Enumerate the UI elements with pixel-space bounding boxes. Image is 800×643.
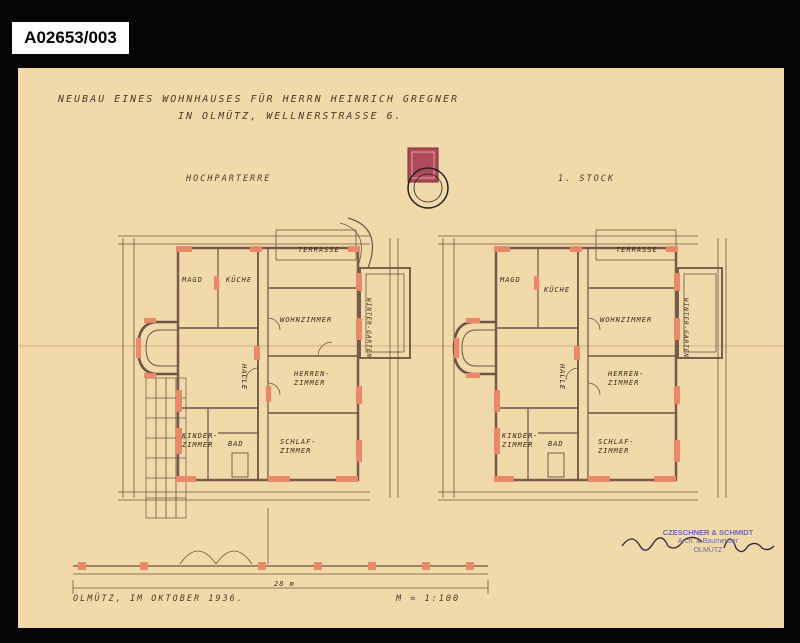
room-kinderzimmer: KINDER- ZIMMER xyxy=(182,432,219,450)
room-terrasse: TERRASSE xyxy=(298,246,340,254)
room-bad: BAD xyxy=(548,440,564,448)
room-schlafzimmer-line1: SCHLAF- xyxy=(280,438,317,446)
room-schlafzimmer-line2: ZIMMER xyxy=(598,447,630,455)
architect-firm-stamp: CZESCHNER & SCHMIDT Arch. & Baumeister O… xyxy=(648,528,768,555)
room-herrenzimmer: HERREN- ZIMMER xyxy=(294,370,331,388)
archive-reference-label: A02653/003 xyxy=(12,22,129,54)
plan-heading-hochparterre: HOCHPARTERRE xyxy=(186,174,272,184)
room-wohnzimmer: WOHNZIMMER xyxy=(600,316,653,324)
firm-name: CZESCHNER & SCHMIDT xyxy=(662,528,754,537)
site-dimension: 28 m xyxy=(274,580,295,588)
room-wintergarten: WINTER-GARTEN xyxy=(682,298,689,358)
room-bad: BAD xyxy=(228,440,244,448)
room-halle: HALLE xyxy=(558,364,566,391)
room-herrenzimmer: HERREN- ZIMMER xyxy=(608,370,645,388)
room-schlafzimmer-line1: SCHLAF- xyxy=(598,438,635,446)
room-wintergarten: WINTER-GARTEN xyxy=(365,298,372,358)
place-and-date: OLMÜTZ, IM OKTOBER 1936. xyxy=(73,594,244,604)
room-herrenzimmer-line1: HERREN- xyxy=(294,370,331,378)
room-schlafzimmer: SCHLAF- ZIMMER xyxy=(598,438,635,456)
revenue-stamp xyxy=(407,147,449,209)
room-kinderzimmer-line2: ZIMMER xyxy=(502,441,534,449)
plan-heading-1-stock: 1. STOCK xyxy=(558,174,615,184)
firm-profession: Arch. & Baumeister xyxy=(677,538,739,545)
room-herrenzimmer-line2: ZIMMER xyxy=(294,379,326,387)
signatures xyxy=(621,536,775,553)
room-schlafzimmer-line2: ZIMMER xyxy=(280,447,312,455)
room-kueche: KÜCHE xyxy=(226,276,253,284)
room-kueche: KÜCHE xyxy=(544,286,571,294)
plan-hochparterre xyxy=(118,217,411,519)
drawing-subtitle: IN OLMÜTZ, WELLNERSTRASSE 6. xyxy=(178,111,403,122)
blueprint-sheet: NEUBAU EINES WOHNHAUSES FÜR HERRN HEINRI… xyxy=(18,68,784,628)
drawing-title: NEUBAU EINES WOHNHAUSES FÜR HERRN HEINRI… xyxy=(58,94,460,105)
room-herrenzimmer-line2: ZIMMER xyxy=(608,379,640,387)
room-kinderzimmer-line2: ZIMMER xyxy=(182,441,214,449)
room-magd: MAGD xyxy=(182,276,203,284)
room-terrasse: TERRASSE xyxy=(616,246,658,254)
drawing-scale: M = 1:100 xyxy=(396,594,461,604)
room-kinderzimmer-line1: KINDER- xyxy=(182,432,219,440)
room-wohnzimmer: WOHNZIMMER xyxy=(280,316,333,324)
room-herrenzimmer-line1: HERREN- xyxy=(608,370,645,378)
room-kinderzimmer: KINDER- ZIMMER xyxy=(502,432,539,450)
floor-plan-drawing xyxy=(18,147,784,594)
room-halle: HALLE xyxy=(240,364,248,391)
room-magd: MAGD xyxy=(500,276,521,284)
plan-1-stock xyxy=(438,229,727,501)
room-kinderzimmer-line1: KINDER- xyxy=(502,432,539,440)
room-schlafzimmer: SCHLAF- ZIMMER xyxy=(280,438,317,456)
firm-city: OLMÜTZ xyxy=(693,547,723,554)
